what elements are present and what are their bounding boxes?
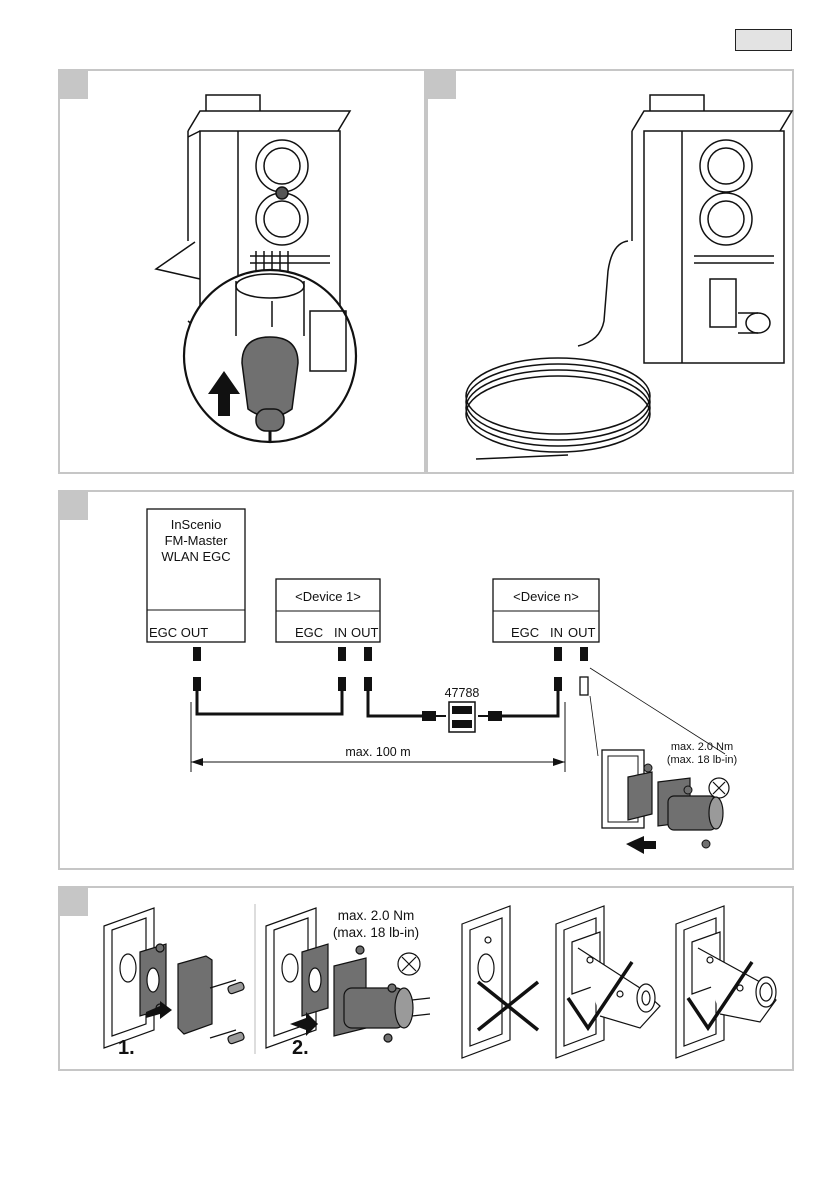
panel-step-3-wiring-diagram: InScenio FM-Master WLAN EGC EGC OUT <Dev…	[58, 490, 794, 870]
max-cable-length: max. 100 m	[345, 745, 410, 759]
device-n-name: <Device n>	[513, 589, 579, 604]
terminator-plug	[580, 677, 588, 695]
device-n-port-out: OUT	[568, 625, 596, 640]
step-1-remove-cover	[104, 908, 245, 1048]
wrong-no-terminator	[462, 906, 510, 1058]
torque-max-lbin: (max. 18 lb-in)	[667, 754, 737, 766]
torque-tool-icon	[709, 778, 729, 798]
device-1-port-out: OUT	[351, 625, 379, 640]
illustration-box-with-cable-coil	[428, 71, 796, 476]
panel-step-4-terminator-mounting: 1. 2. max. 2.0 Nm (max. 18 lb-in)	[58, 886, 794, 1071]
cable-master-to-device-1	[197, 691, 342, 714]
cable-device-1-to-adapter	[368, 691, 422, 716]
adapter-47788	[449, 702, 475, 732]
illustration-plug-in-cable	[60, 71, 428, 476]
torque-max-nm: max. 2.0 Nm	[671, 741, 733, 753]
wiring-diagram: InScenio FM-Master WLAN EGC EGC OUT <Dev…	[60, 492, 796, 872]
terminator-mounting-steps: 1. 2. max. 2.0 Nm (max. 18 lb-in)	[60, 888, 796, 1073]
panel-step-2	[426, 69, 794, 474]
torque-tool-icon	[398, 953, 420, 975]
adapter-part-number: 47788	[445, 686, 480, 700]
step-2-label: 2.	[292, 1037, 309, 1059]
device-n-port-egc: EGC	[511, 625, 539, 640]
device-1-port-egc: EGC	[295, 625, 323, 640]
master-name-line-1: InScenio	[171, 517, 222, 532]
step-1-label: 1.	[118, 1037, 135, 1059]
torque-max-nm-step-4: max. 2.0 Nm	[338, 908, 415, 923]
device-1-name: <Device 1>	[295, 589, 361, 604]
cable-adapter-to-device-n	[502, 691, 558, 716]
torque-max-lbin-step-4: (max. 18 lb-in)	[333, 925, 419, 940]
master-name-line-2: FM-Master	[165, 533, 229, 548]
correct-terminator-1	[556, 906, 660, 1058]
master-name-line-3: WLAN EGC	[161, 549, 230, 564]
master-port-label: EGC OUT	[149, 625, 208, 640]
device-n-port-in: IN	[550, 625, 563, 640]
correct-terminator-2	[676, 906, 776, 1058]
panel-step-1	[58, 69, 426, 474]
page-marker-tab	[735, 29, 792, 51]
device-1-port-in: IN	[334, 625, 347, 640]
